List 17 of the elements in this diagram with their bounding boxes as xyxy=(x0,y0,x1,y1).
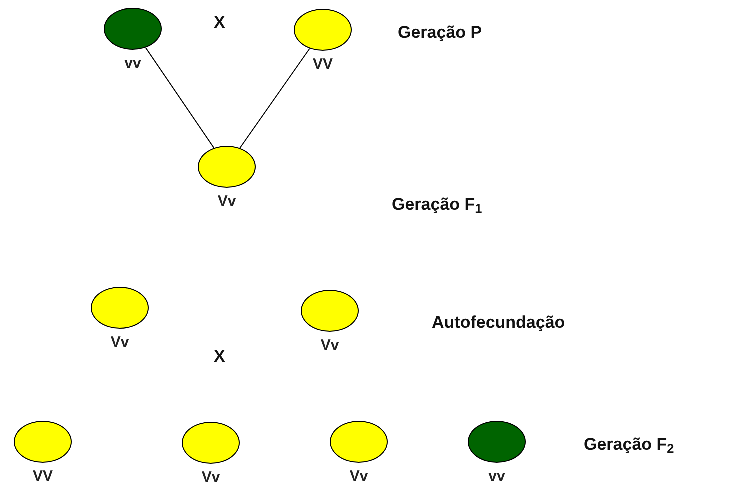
generation-label: Geração P xyxy=(398,22,482,44)
genotype-label: vv xyxy=(488,467,506,487)
genotype-label: vv xyxy=(124,54,142,74)
genotype-label: Vv xyxy=(202,468,220,488)
generation-label: X xyxy=(214,346,226,368)
genotype-label: VV xyxy=(32,467,53,487)
generation-label: Geração F$_{1}$ xyxy=(392,194,482,218)
generation-label: Geração F$_{2}$ xyxy=(584,434,674,458)
genotype-label: Vv xyxy=(218,192,236,212)
generation-label: X xyxy=(214,12,226,34)
generation-label: Autofecundação xyxy=(432,312,566,334)
genotype-label: VV xyxy=(312,55,333,75)
genotype-label: Vv xyxy=(350,467,368,487)
connector-line xyxy=(145,47,215,149)
genotype-label: Vv xyxy=(110,333,130,353)
connector-line xyxy=(240,48,310,149)
genotype-label: Vv xyxy=(320,336,340,356)
